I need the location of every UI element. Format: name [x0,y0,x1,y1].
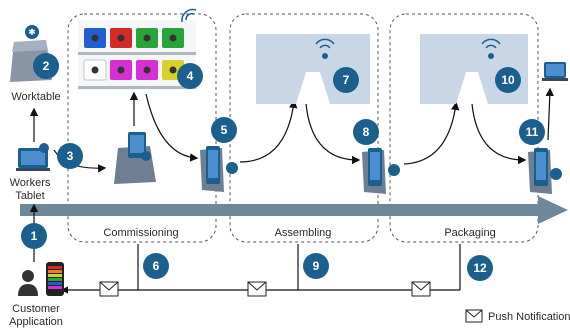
svg-text:3: 3 [67,149,74,163]
workers-tablet-label-line1: Workers [10,177,51,189]
worktable-label: Worktable [11,91,60,103]
wifi-icon [181,8,197,23]
svg-text:12: 12 [473,261,487,275]
step-badge-4: 4 [177,63,203,89]
customer-person-icon [18,270,38,296]
step-badge-10: 10 [495,67,521,93]
arrow-assembling-to-gate-8 [305,103,361,165]
step-badge-2: 2 [33,53,59,79]
step-badge-7: 7 [333,67,359,93]
svg-text:7: 7 [343,73,350,87]
notification-line [60,244,461,294]
svg-text:11: 11 [526,125,539,139]
arrow-gate-8-to-packaging [403,101,460,165]
exit-monitor-icon [542,62,568,81]
customer-application-label-line1: Customer [12,303,60,315]
svg-text:2: 2 [43,59,50,73]
workers-tablet-icon [16,143,50,171]
svg-text:10: 10 [501,73,515,87]
legend-envelope-icon [465,309,483,323]
step-badge-11: 11 [519,119,545,145]
svg-text:8: 8 [363,125,370,139]
envelope-icon [411,281,431,297]
svg-text:1: 1 [31,229,38,243]
step-badge-8: 8 [353,119,379,145]
stage-label-packaging: Packaging [444,227,495,239]
legend-push-notification: Push Notification [488,311,570,323]
svg-text:6: 6 [153,259,160,273]
envelope-icon [99,281,119,297]
svg-text:✱: ✱ [28,28,36,38]
arrow-gate-5-to-assembling [239,99,298,163]
smartphone-icon [46,262,64,296]
step-badge-9: 9 [303,253,329,279]
customer-application-label-line2: Application [9,316,63,328]
svg-text:4: 4 [187,69,194,83]
checkpoint-device-11 [528,148,562,194]
workers-tablet-label-line2: Tablet [15,190,44,202]
svg-text:5: 5 [221,123,228,137]
step-badge-3: 3 [57,143,83,169]
step-badge-1: 1 [21,223,47,249]
step-badge-5: 5 [211,117,237,143]
step-badge-12: 12 [467,255,493,281]
stage-box-packaging [389,13,539,243]
stage-box-commissioning [67,13,217,243]
storage-shelf-icon [78,20,196,90]
commissioning-tablet-icon [114,132,156,184]
stage-label-commissioning: Commissioning [103,227,178,239]
checkpoint-device-8 [362,148,400,194]
step-badge-6: 6 [143,253,169,279]
envelope-icon [247,281,267,297]
arrow-packaging-to-gate-11 [471,103,527,165]
main-process-arrow [20,196,568,224]
svg-text:9: 9 [313,259,320,273]
arrow-gate-11-to-exit [545,87,554,141]
stage-label-assembling: Assembling [275,227,332,239]
wifi-icon [481,38,501,59]
wifi-icon [315,38,335,59]
arrow-shelf-to-gate-5 [145,93,199,162]
checkpoint-device-5 [200,146,238,192]
